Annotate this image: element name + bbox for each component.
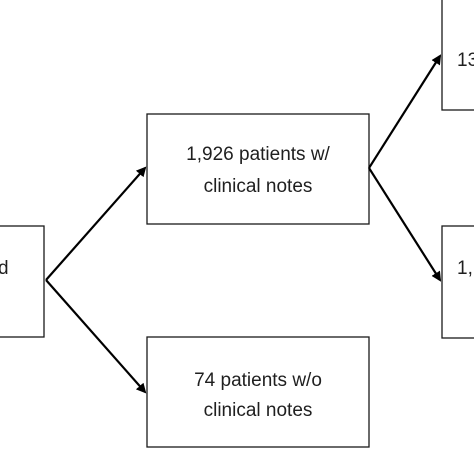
node-middle-bottom-line2: clinical notes (204, 400, 313, 421)
node-middle-top-box (146, 113, 370, 225)
arrow-left-to-middle-bottom (45, 279, 147, 394)
arrow-middle-top-to-right-top (368, 54, 442, 169)
node-right-top-label: 13 (457, 50, 474, 71)
node-left-label: d (0, 258, 9, 279)
arrow-left-to-middle-top (45, 166, 147, 281)
node-middle-top: 1,926 patients w/ clinical notes (146, 113, 370, 225)
node-middle-bottom-line1: 74 patients w/o (194, 370, 322, 391)
node-middle-bottom-box (146, 336, 370, 448)
node-middle-top-line1: 1,926 patients w/ (186, 144, 330, 165)
node-right-top: 13 (441, 0, 474, 111)
node-right-top-box (441, 0, 474, 111)
arrow-middle-top-to-right-bottom (368, 167, 442, 282)
node-left: d (0, 225, 45, 338)
node-middle-top-line2: clinical notes (204, 176, 313, 197)
node-middle-bottom: 74 patients w/o clinical notes (146, 336, 370, 448)
node-right-bottom-label: 1, (457, 258, 473, 279)
node-right-bottom: 1, (441, 225, 474, 339)
node-left-box (0, 225, 45, 338)
node-right-bottom-box (441, 225, 474, 339)
